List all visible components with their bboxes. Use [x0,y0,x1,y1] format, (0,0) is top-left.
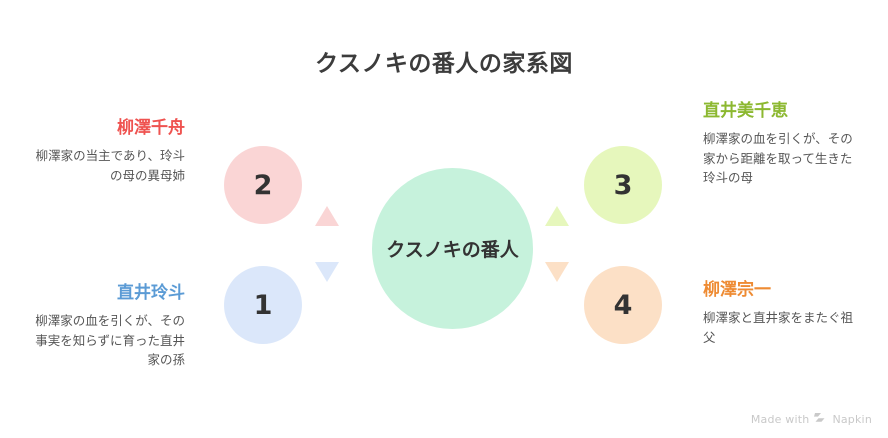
napkin-chevrons-icon [814,412,827,426]
watermark-made-with-text: Made with [750,412,810,426]
connector-triangle-node-2 [315,206,339,226]
node-label-title-1: 直井玲斗 [117,283,185,303]
node-label-4: 柳澤宗一 柳澤家と直井家をまたぐ祖父 [703,280,858,347]
napkin-watermark[interactable]: Made with Napkin [751,412,872,426]
watermark-brand-text: Napkin [832,412,872,426]
page-title: クスノキの番人の家系図 [315,51,573,77]
node-label-description-1: 柳澤家の血を引くが、その事実を知らずに育った直井家の孫 [35,313,185,367]
node-circle-4[interactable]: 4 [584,266,662,344]
node-label-2: 柳澤千舟 柳澤家の当主であり、玲斗の母の異母姉 [30,118,185,185]
node-label-description-4: 柳澤家と直井家をまたぐ祖父 [703,310,854,345]
connector-triangle-node-3 [545,206,569,226]
node-label-3: 直井美千恵 柳澤家の血を引くが、その家から距離を取って生きた玲斗の母 [703,101,858,187]
node-circle-2[interactable]: 2 [224,146,302,224]
connector-triangle-node-4 [545,262,569,282]
node-label-description-3: 柳澤家の血を引くが、その家から距離を取って生きた玲斗の母 [703,131,853,185]
node-circle-3[interactable]: 3 [584,146,662,224]
connector-triangle-node-1 [315,262,339,282]
node-label-1: 直井玲斗 柳澤家の血を引くが、その事実を知らずに育った直井家の孫 [30,283,185,369]
node-label-title-3: 直井美千恵 [703,101,788,121]
node-label-title-2: 柳澤千舟 [117,118,185,138]
node-circle-1[interactable]: 1 [224,266,302,344]
node-label-title-4: 柳澤宗一 [703,280,771,300]
node-label-description-2: 柳澤家の当主であり、玲斗の母の異母姉 [35,148,185,183]
center-node-circle[interactable]: クスノキの番人 [372,168,533,329]
